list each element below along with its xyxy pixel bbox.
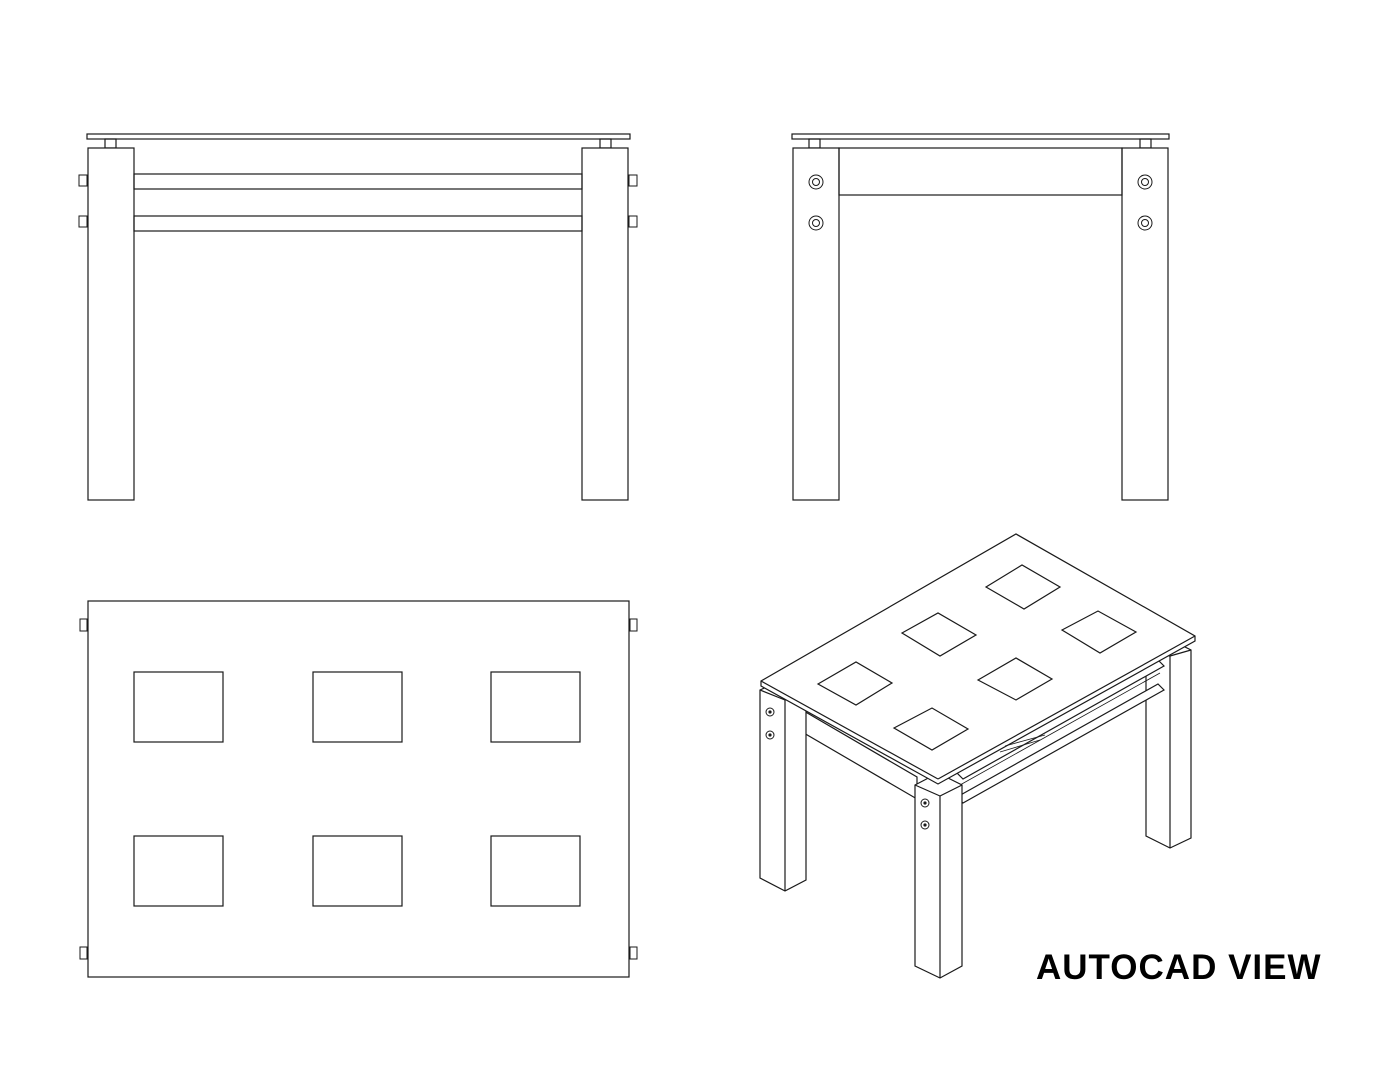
iso-tabletop-glass xyxy=(760,533,1196,785)
side-tabletop-glass xyxy=(791,133,1170,140)
side-left-leg xyxy=(792,147,840,501)
drawing-caption: AUTOCAD VIEW xyxy=(1036,948,1322,987)
front-upper-rail xyxy=(133,173,583,190)
front-elevation-view xyxy=(78,133,638,501)
iso-front-corner-leg xyxy=(914,772,963,979)
front-left-leg xyxy=(87,147,135,501)
plan-bolt-heads xyxy=(79,618,638,960)
front-right-spacer xyxy=(599,138,612,149)
side-right-leg xyxy=(1121,147,1169,501)
front-right-leg xyxy=(581,147,629,501)
isometric-view xyxy=(759,533,1196,979)
side-left-spacer xyxy=(808,138,821,149)
front-bolt-heads xyxy=(78,174,638,228)
front-tabletop-glass xyxy=(86,133,631,140)
side-bolt-heads xyxy=(808,174,1153,231)
side-apron-rail xyxy=(838,147,1123,196)
front-left-spacer xyxy=(104,138,117,149)
plan-glass-windows xyxy=(133,671,581,907)
top-plan-view xyxy=(79,600,638,978)
side-right-spacer xyxy=(1139,138,1152,149)
iso-front-left-leg xyxy=(759,679,807,892)
iso-glass-windows xyxy=(816,564,1138,751)
front-lower-rail xyxy=(133,215,583,232)
plan-tabletop xyxy=(87,600,630,978)
side-elevation-view xyxy=(791,133,1170,501)
